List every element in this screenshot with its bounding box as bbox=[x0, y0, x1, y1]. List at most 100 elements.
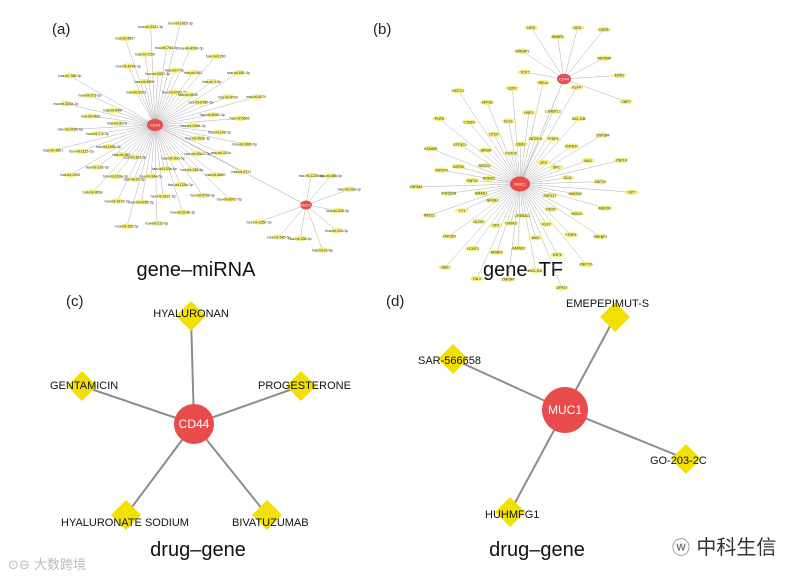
panel-a-label: (a) bbox=[52, 21, 70, 38]
tf-muc1-node bbox=[597, 205, 612, 211]
tf-muc1-label: BCL11B bbox=[572, 117, 586, 121]
mirna-cd44-node bbox=[208, 172, 223, 178]
tf-muc1-label: CCNT2 bbox=[467, 247, 479, 251]
mirna-cd44-node bbox=[134, 199, 149, 205]
mirna-muc1-edge bbox=[305, 204, 337, 231]
mirna-cd44-label: hsa-mi-766-5p bbox=[58, 74, 81, 78]
mirna-cd44-node bbox=[110, 198, 125, 204]
tf-muc1-node bbox=[528, 267, 543, 274]
wechat-icon: ⓦ bbox=[672, 538, 690, 559]
tf-cd44-label: WRNIP1 bbox=[515, 49, 529, 53]
tf-muc1-node bbox=[504, 150, 519, 156]
mirna-cd44-node bbox=[185, 123, 200, 129]
tf-muc1-label: REST bbox=[546, 207, 556, 211]
mirna-cd44-node bbox=[183, 45, 198, 51]
mirna-cd44-label: hsa-mi-30d-5p bbox=[162, 157, 185, 161]
mirna-cd44-label: hsa-mi-4785-5p bbox=[58, 128, 83, 132]
tf-muc1-node bbox=[564, 143, 579, 149]
panel-b-cd44-hub bbox=[557, 73, 571, 85]
mirna-cd44-edge bbox=[144, 81, 156, 126]
mirna-muc1-edge bbox=[258, 204, 307, 223]
mirna-cd44-label: hsa-mi-30c-2-3p bbox=[185, 152, 211, 156]
tf-muc1-node bbox=[469, 276, 484, 282]
tf-muc1-label: KLF7 bbox=[542, 222, 551, 226]
mirna-cd44-node bbox=[212, 129, 227, 135]
mirna-cd44-node bbox=[121, 63, 136, 69]
tf-cd44-node bbox=[570, 25, 585, 31]
tf-muc1-node bbox=[486, 131, 501, 138]
tf-muc1-label: CREB3L1 bbox=[515, 214, 531, 218]
mirna-cd44-node bbox=[184, 167, 199, 173]
mirna-cd44-label: hsa-mi-1250 bbox=[206, 55, 226, 59]
mirna-cd44-node bbox=[166, 155, 181, 161]
tf-muc1-label: ZNF18 bbox=[616, 159, 627, 163]
watermark-right: ⓦ 中科生信 bbox=[672, 531, 776, 560]
mirna-cd44-edge bbox=[154, 72, 239, 126]
tf-muc1-node bbox=[488, 222, 503, 229]
tf-muc1-label: KLF4 bbox=[572, 86, 581, 90]
tf-muc1-label: SP1 bbox=[553, 165, 560, 169]
tf-muc1-node bbox=[409, 184, 424, 190]
tf-muc1-node bbox=[539, 221, 554, 227]
tf-muc1-label: ZNF263B bbox=[441, 192, 457, 196]
drug-go-203-2c-label: GO-203-2C bbox=[650, 455, 707, 467]
mirna-cd44-label: hsa-mi-34a-5p bbox=[139, 175, 162, 179]
tf-muc1-label: ZNF23 bbox=[594, 180, 605, 184]
tf-muc1-label: ZNF384 bbox=[596, 133, 609, 137]
tf-muc1-node bbox=[581, 157, 596, 164]
mirna-cd44-label: hsa-mi-6072-5p bbox=[217, 198, 242, 202]
mirna-cd44-node bbox=[221, 94, 236, 100]
mirna-cd44-node bbox=[234, 169, 249, 175]
tf-cd44-edge bbox=[563, 29, 604, 80]
panel-d-label: (d) bbox=[386, 293, 404, 310]
tf-cd44-edge bbox=[531, 27, 565, 80]
mirna-cd44-label: hsa-mi-5700-5p bbox=[190, 194, 215, 198]
tf-muc1-edge bbox=[519, 183, 536, 238]
mirna-cd44-node bbox=[46, 147, 61, 154]
tf-muc1-label: ZNF547 bbox=[502, 278, 515, 282]
mirna-muc1-label: hsa-mi-485-5p bbox=[319, 174, 342, 178]
tf-muc1-node bbox=[528, 235, 543, 241]
tf-muc1-label: NR2C2 bbox=[479, 164, 491, 168]
drug-go-203-2c-node bbox=[671, 444, 701, 474]
tf-muc1-label: TFDP1 bbox=[547, 137, 558, 141]
cd44-hub-node bbox=[174, 404, 214, 444]
mirna-muc1-node bbox=[315, 247, 330, 253]
mirna-cd44-label: hsa-mi-4738-3p bbox=[116, 64, 141, 68]
mirna-muc1-label: hsa-mi-21-5p bbox=[312, 248, 333, 252]
tf-muc1-label: SP3 bbox=[492, 224, 499, 228]
tf-muc1-node bbox=[593, 234, 608, 240]
mirna-cd44-edge bbox=[116, 124, 156, 202]
tf-muc1-edge bbox=[519, 183, 605, 209]
mirna-muc1-edge bbox=[305, 204, 323, 251]
mirna-cd44-label: hsa-mi-3121-5p bbox=[151, 194, 176, 198]
tf-muc1-node bbox=[452, 141, 467, 148]
tf-muc1-edge bbox=[519, 160, 622, 185]
mirna-cd44-edge bbox=[154, 56, 216, 126]
mirna-cd44-label: hsa-mi-323a bbox=[211, 151, 231, 155]
tf-muc1-label: ZEB1 bbox=[516, 142, 525, 146]
mirna-cd44-node bbox=[63, 126, 78, 133]
tf-muc1-label: HSF1 bbox=[524, 111, 533, 115]
mirna-cd44-node bbox=[193, 99, 208, 105]
mirna-cd44-node bbox=[195, 192, 210, 198]
tf-muc1-label: BCL11A bbox=[529, 269, 543, 273]
tf-muc1-label: ZNF22 bbox=[467, 179, 478, 183]
tf-cd44-edge bbox=[563, 57, 605, 80]
mirna-cd44-label: hsa-mi-2115-5p bbox=[69, 149, 94, 153]
mirna-cd44-node bbox=[190, 135, 205, 142]
cd44-hub-label: CD44 bbox=[179, 417, 210, 431]
mirna-cd44-label: hsa-mi-4731 bbox=[231, 170, 251, 174]
mirna-cd44-node bbox=[101, 144, 116, 150]
tf-muc1-edge bbox=[449, 183, 521, 237]
mirna-cd44-label: hsa-mi-125a-3p bbox=[168, 183, 193, 187]
panel-b-muc1-hub bbox=[510, 176, 530, 192]
drug-bivatuzumab-node bbox=[252, 500, 282, 530]
drug-hyaluronate-sodium-label: HYALURONATE SODIUM bbox=[61, 517, 189, 529]
tf-muc1-edge bbox=[519, 183, 558, 255]
mirna-cd44-node bbox=[231, 70, 246, 76]
tf-muc1-label: CTCF bbox=[489, 133, 499, 137]
mirna-cd44-edge bbox=[97, 124, 156, 168]
tf-muc1-label: ZFP36 bbox=[482, 101, 493, 105]
